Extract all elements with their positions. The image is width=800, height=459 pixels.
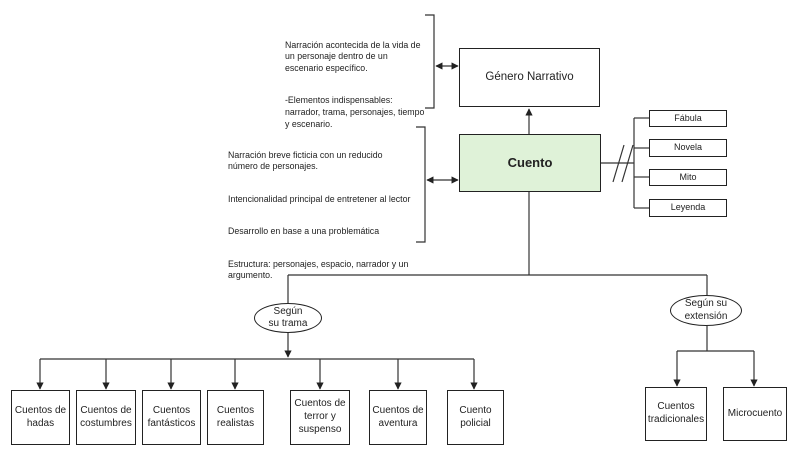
subgenero-fabula: Fábula — [649, 110, 727, 127]
trama-item: Cuentos de costumbres — [76, 390, 136, 445]
trama-item: Cuentos de hadas — [11, 390, 70, 445]
genero-note-line: Narración acontecida de la vida de un pe… — [285, 39, 421, 74]
subgenero-mito: Mito — [649, 169, 727, 186]
segun-extension-oval: Según su extensión — [670, 295, 742, 326]
trama-item: Cuentos de terror y suspenso — [290, 390, 350, 445]
cuento-note-line: Narración breve ficticia con un reducido… — [228, 149, 383, 172]
genero-note-brace — [425, 14, 435, 109]
trama-item: Cuentos fantásticos — [142, 390, 201, 445]
cuento-note-brace — [416, 126, 426, 243]
genero-note-line: -Elementos indispensables: narrador, tra… — [285, 95, 425, 129]
cuento-note-line: Desarrollo en base a una problemática — [228, 226, 380, 237]
cuento-note-line: Estructura: personajes, espacio, narrado… — [228, 258, 409, 281]
genero-narrativo-box: Género Narrativo — [459, 48, 600, 107]
extension-item: Cuentos tradicionales — [645, 387, 707, 441]
cuento-note-line: Intencionalidad principal de entretener … — [228, 193, 411, 204]
cuento-box: Cuento — [459, 134, 601, 192]
extension-item: Microcuento — [723, 387, 787, 441]
genero-note: Narración acontecida de la vida de un pe… — [285, 28, 425, 142]
trama-item: Cuentos de aventura — [369, 390, 427, 445]
trama-item: Cuento policial — [447, 390, 504, 445]
trama-item: Cuentos realistas — [207, 390, 264, 445]
segun-trama-oval: Según su trama — [254, 303, 322, 333]
subgenre-slash-2 — [621, 144, 634, 183]
cuento-note: Narración breve ficticia con un reducido… — [228, 138, 418, 294]
subgenre-slash-1 — [612, 144, 625, 183]
subgenero-novela: Novela — [649, 139, 727, 157]
subgenero-leyenda: Leyenda — [649, 199, 727, 217]
